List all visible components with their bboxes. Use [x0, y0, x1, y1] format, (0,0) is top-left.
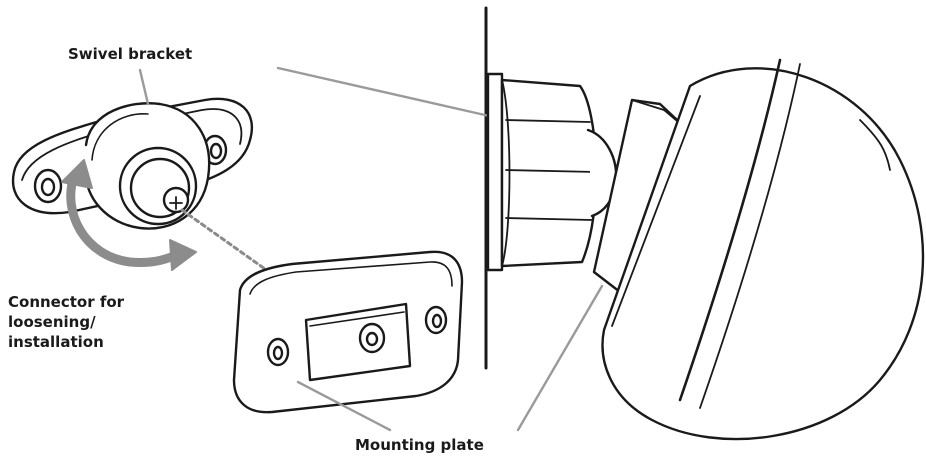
label-swivel-bracket: Swivel bracket	[68, 45, 193, 63]
leader-wall-mount	[276, 66, 500, 120]
label-mounting-plate: Mounting plate	[355, 436, 484, 454]
bracket-hole-left	[33, 168, 63, 204]
phillips-screw-icon	[169, 196, 183, 210]
label-connector-line-2: loosening/	[8, 313, 96, 331]
label-connector-line-3: installation	[8, 333, 104, 351]
label-connector-line-1: Connector for	[8, 293, 125, 311]
swivel-bracket	[11, 68, 253, 230]
mounted-camera	[486, 58, 925, 441]
label-connector: Connector for loosening/ installation	[8, 292, 124, 352]
mounting-plate	[232, 250, 464, 432]
curved-rotate-arrow-icon	[61, 159, 197, 271]
